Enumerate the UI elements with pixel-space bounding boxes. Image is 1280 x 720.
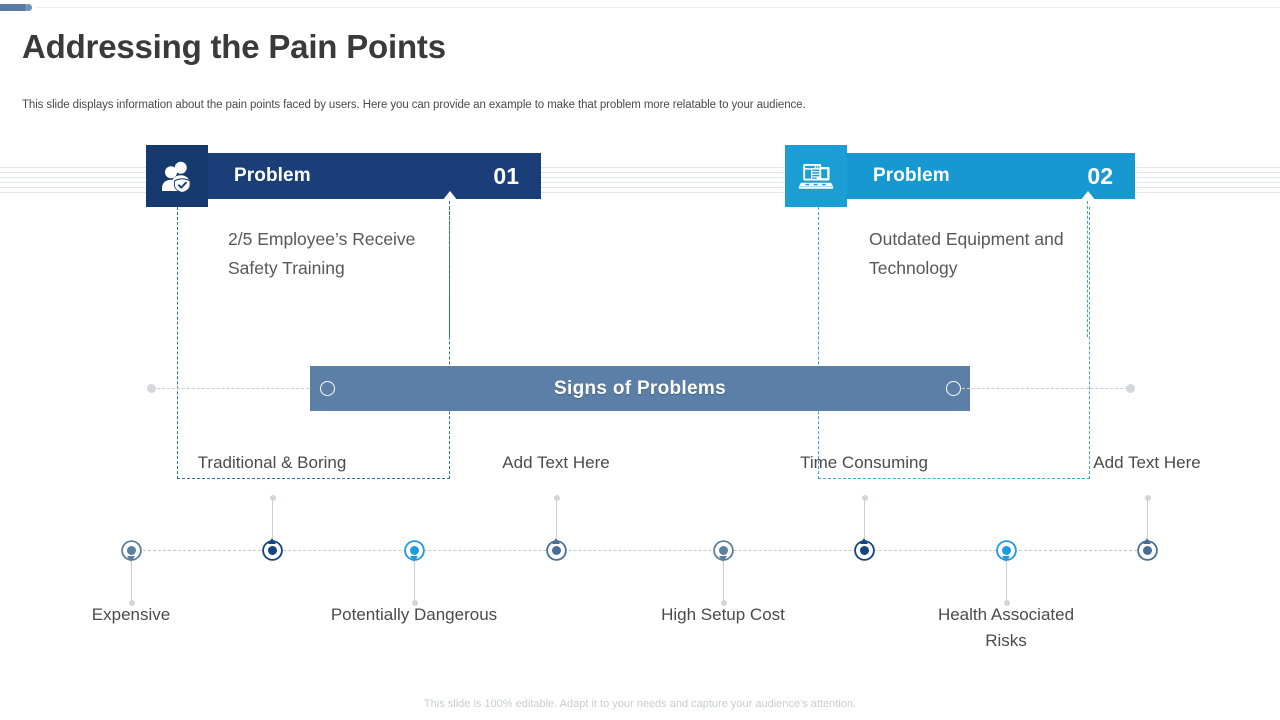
problem-card-02-tail bbox=[1080, 191, 1096, 201]
timeline-marker[interactable] bbox=[122, 542, 140, 559]
timeline-stem bbox=[131, 562, 132, 603]
timeline-marker-arrow bbox=[719, 556, 727, 562]
banner-ring-left bbox=[320, 381, 335, 396]
timeline-stem-dot bbox=[861, 495, 868, 501]
timeline-label: Potentially Dangerous bbox=[330, 605, 498, 624]
timeline-marker-arrow bbox=[127, 556, 135, 562]
timeline-stem-dot bbox=[269, 495, 276, 501]
top-accent-dot bbox=[25, 4, 32, 11]
problem-label: Problem bbox=[234, 165, 311, 186]
timeline-marker-dot bbox=[267, 546, 277, 555]
timeline-stem-dot bbox=[1144, 495, 1151, 501]
banner-ring-right bbox=[946, 381, 961, 396]
timeline-label: Add Text Here bbox=[1093, 453, 1201, 472]
problem-card-01-header: Problem 01 bbox=[208, 153, 541, 199]
problem-card-02-tail-line bbox=[1087, 201, 1088, 337]
timeline-marker-dot bbox=[718, 546, 728, 555]
timeline-marker-dot bbox=[126, 546, 136, 555]
banner-end-dot-left bbox=[147, 384, 156, 393]
problem-card-01-text: 2/5 Employee’s Receive Safety Training bbox=[177, 207, 450, 479]
problem-card-02-header: Problem 02 bbox=[847, 153, 1135, 199]
banner-dash-left bbox=[157, 388, 319, 389]
timeline-marker[interactable] bbox=[1138, 542, 1156, 559]
timeline-marker[interactable] bbox=[855, 542, 873, 559]
timeline-label: Add Text Here bbox=[502, 453, 610, 472]
timeline-stem-dot bbox=[720, 600, 727, 606]
problem-number: 02 bbox=[1087, 162, 1113, 189]
timeline-marker-dot bbox=[1001, 546, 1011, 555]
problem-card-01-tail bbox=[442, 191, 458, 201]
timeline-stem-dot bbox=[553, 495, 560, 501]
timeline-marker-dot bbox=[409, 546, 419, 555]
timeline-stem bbox=[414, 562, 415, 603]
timeline-marker-arrow bbox=[268, 538, 276, 544]
timeline-marker-dot bbox=[551, 546, 561, 555]
page-title: Addressing the Pain Points bbox=[22, 28, 446, 65]
timeline-label: Traditional & Boring bbox=[197, 453, 347, 472]
timeline-marker-arrow bbox=[1143, 538, 1151, 544]
timeline-label: Expensive bbox=[91, 605, 171, 624]
timeline-marker[interactable] bbox=[405, 542, 423, 559]
timeline-marker[interactable] bbox=[997, 542, 1015, 559]
timeline-stem bbox=[556, 498, 557, 539]
signs-banner-label: Signs of Problems bbox=[554, 377, 726, 399]
timeline-stem-dot bbox=[1003, 600, 1010, 606]
timeline-stem-dot bbox=[128, 600, 135, 606]
timeline-marker-arrow bbox=[552, 538, 560, 544]
timeline-stem-dot bbox=[411, 600, 418, 606]
top-accent-bar bbox=[0, 4, 28, 11]
timeline-stem bbox=[1006, 562, 1007, 603]
timeline-label: Time Consuming bbox=[800, 453, 928, 472]
top-divider-rule bbox=[36, 7, 1280, 8]
footer-note: This slide is 100% editable. Adapt it to… bbox=[423, 698, 857, 710]
timeline-marker-arrow bbox=[1002, 556, 1010, 562]
timeline-stem bbox=[723, 562, 724, 603]
timeline-marker[interactable] bbox=[714, 542, 732, 559]
timeline-label: High Setup Cost bbox=[661, 605, 785, 624]
banner-end-dot-right bbox=[1126, 384, 1135, 393]
people-shield-icon bbox=[146, 145, 208, 207]
banner-dash-right bbox=[962, 388, 1128, 389]
timeline-stem bbox=[272, 498, 273, 539]
timeline-marker-dot bbox=[1142, 546, 1152, 555]
timeline-marker-arrow bbox=[410, 556, 418, 562]
page-subtitle: This slide displays information about th… bbox=[22, 99, 806, 111]
timeline-label: Health Associated Risks bbox=[937, 605, 1075, 650]
problem-number: 01 bbox=[493, 162, 519, 189]
signs-of-problems-banner[interactable]: Signs of Problems bbox=[310, 366, 970, 411]
timeline-stem bbox=[864, 498, 865, 539]
timeline-axis bbox=[128, 550, 1152, 551]
timeline-marker-arrow bbox=[860, 538, 868, 544]
timeline-marker[interactable] bbox=[547, 542, 565, 559]
problem-label: Problem bbox=[873, 165, 950, 186]
timeline-marker-dot bbox=[859, 546, 869, 555]
timeline-marker[interactable] bbox=[263, 542, 281, 559]
problem-card-02-text: Outdated Equipment and Technology bbox=[818, 207, 1090, 479]
timeline-stem bbox=[1147, 498, 1148, 539]
computer-documents-icon bbox=[785, 145, 847, 207]
